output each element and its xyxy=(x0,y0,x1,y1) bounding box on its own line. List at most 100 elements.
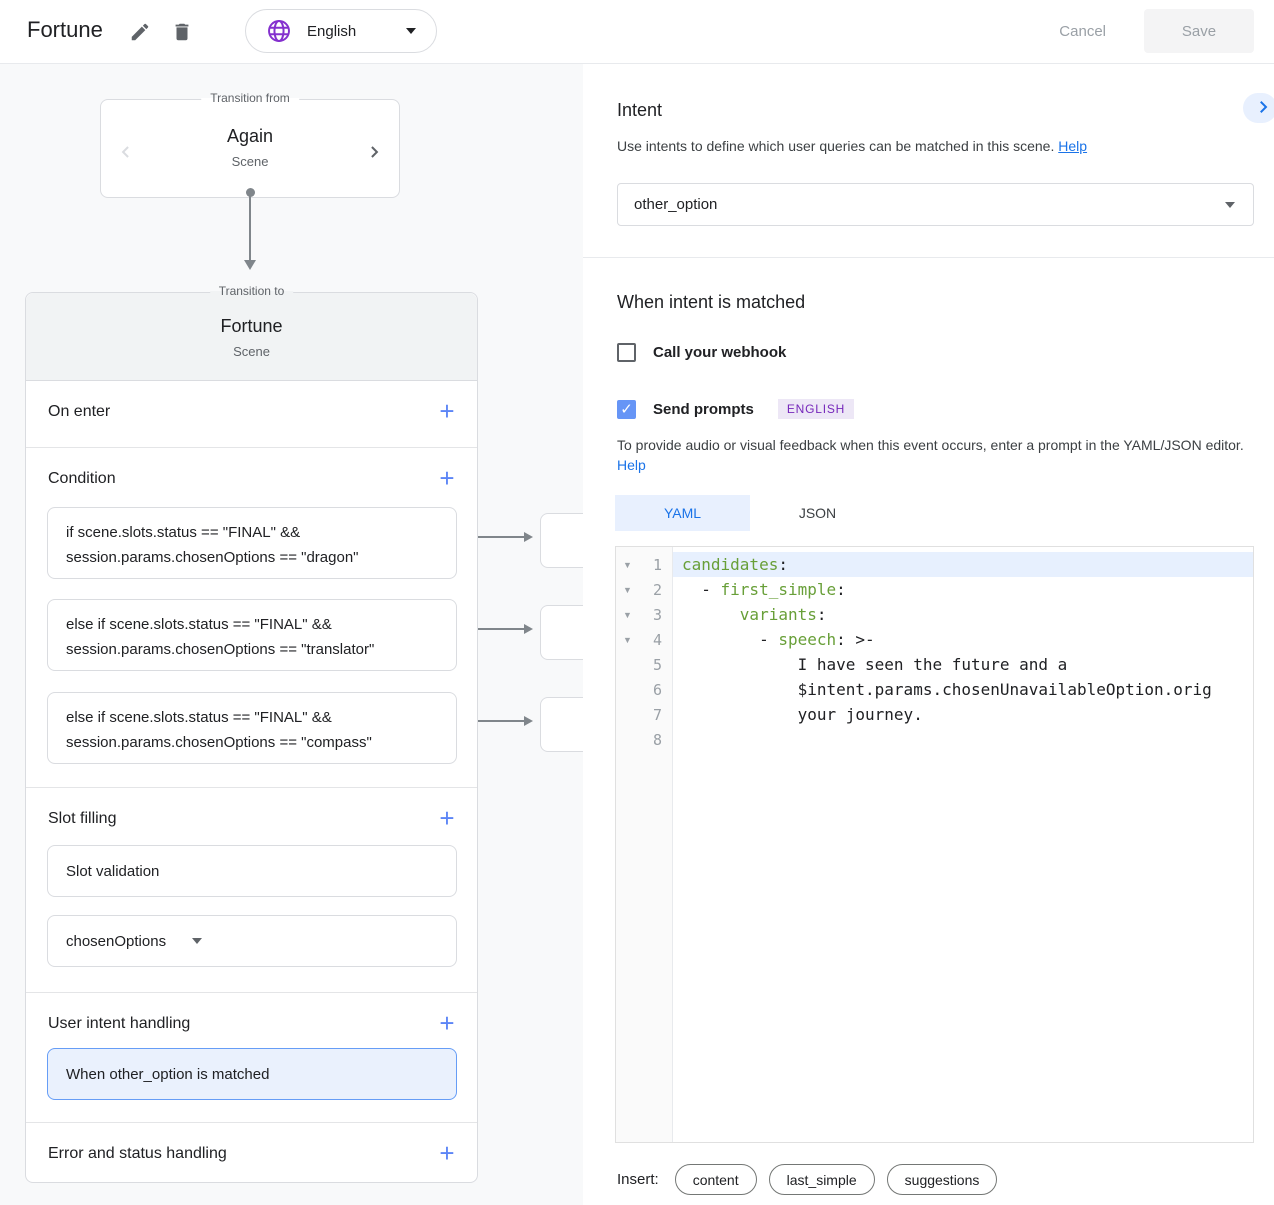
code-key: candidates xyxy=(682,555,779,574)
fold-icon[interactable]: ▼ xyxy=(623,559,632,570)
cancel-button[interactable]: Cancel xyxy=(1059,22,1106,40)
prompts-description-text: To provide audio or visual feedback when… xyxy=(617,437,1244,453)
connector-dot xyxy=(245,187,255,197)
top-bar: Fortune English Cancel Save xyxy=(0,0,1274,64)
arrow-right-icon xyxy=(524,624,533,634)
save-button[interactable]: Save xyxy=(1144,9,1254,53)
next-scene-button[interactable] xyxy=(362,141,386,165)
delete-scene-button[interactable] xyxy=(168,18,196,46)
add-error-handler-button[interactable]: + xyxy=(429,1135,465,1171)
to-scene-name: Fortune xyxy=(220,316,283,336)
condition-target-card[interactable] xyxy=(540,697,583,752)
tab-yaml[interactable]: YAML xyxy=(615,495,750,531)
collapse-panel-button[interactable] xyxy=(1243,93,1274,123)
arrow-right-icon xyxy=(524,532,533,542)
section-condition: Condition + if scene.slots.status == "FI… xyxy=(26,447,477,787)
intent-select[interactable]: other_option xyxy=(617,183,1254,226)
topbar-actions: Cancel Save xyxy=(1059,9,1254,53)
insert-toolbar: Insert: content last_simple suggestions xyxy=(617,1164,1009,1195)
send-prompts-row[interactable]: ✓ Send prompts ENGLISH xyxy=(617,399,855,419)
condition-target-card[interactable] xyxy=(540,605,583,660)
condition-target-card[interactable] xyxy=(540,513,583,568)
language-selector[interactable]: English xyxy=(245,9,437,53)
code-plain: - xyxy=(682,630,779,649)
condition-text: if scene.slots.status == "FINAL" && xyxy=(66,524,301,541)
tab-json[interactable]: JSON xyxy=(750,495,885,531)
caret-down-icon xyxy=(192,938,203,944)
condition-item[interactable]: else if scene.slots.status == "FINAL" &&… xyxy=(47,599,457,671)
webhook-checkbox[interactable] xyxy=(617,343,636,362)
insert-suggestions-chip[interactable]: suggestions xyxy=(886,1164,998,1195)
intent-handler-item-selected[interactable]: When other_option is matched xyxy=(47,1048,457,1100)
yaml-editor[interactable]: ▼ 1 candidates: ▼ 2 - first_simple: ▼ xyxy=(615,546,1254,1143)
rename-scene-button[interactable] xyxy=(126,18,154,46)
prompts-help-link[interactable]: Help xyxy=(617,457,646,473)
intent-help-link[interactable]: Help xyxy=(1058,138,1088,154)
language-label: English xyxy=(307,22,357,40)
slot-param-item[interactable]: chosenOptions xyxy=(47,915,457,967)
code-text[interactable]: $intent.params.chosenUnavailableOption.o… xyxy=(673,677,1253,702)
code-key: variants xyxy=(739,605,817,624)
gutter-cell: 7 xyxy=(616,702,673,727)
webhook-row[interactable]: Call your webhook xyxy=(617,343,786,362)
line-number: 7 xyxy=(652,705,662,724)
code-plain: - xyxy=(682,580,721,599)
code-text[interactable]: variants: xyxy=(673,602,1253,627)
code-plain: $intent.params.chosenUnavailableOption.o… xyxy=(682,680,1212,699)
caret-down-icon xyxy=(406,28,416,34)
slot-validation-item[interactable]: Slot validation xyxy=(47,845,457,897)
code-text[interactable]: I have seen the future and a xyxy=(673,652,1253,677)
code-text[interactable]: your journey. xyxy=(673,702,1253,727)
gutter-cell: ▼ 3 xyxy=(616,602,673,627)
previous-scene-button[interactable] xyxy=(114,141,138,165)
code-line: ▼ 3 variants: xyxy=(616,602,1253,627)
chevron-right-icon xyxy=(1260,100,1268,113)
send-prompts-label: Send prompts xyxy=(653,400,754,418)
add-intent-handler-button[interactable]: + xyxy=(429,1005,465,1041)
panel-divider xyxy=(583,257,1274,258)
chevron-right-icon xyxy=(371,145,379,158)
insert-last-simple-chip[interactable]: last_simple xyxy=(768,1164,875,1195)
transition-from-card[interactable]: Transition from Again Scene xyxy=(100,91,400,198)
gutter-cell: 8 xyxy=(616,727,673,752)
scene-title: Fortune xyxy=(27,17,103,42)
to-scene-type: Scene xyxy=(233,344,270,359)
line-number: 2 xyxy=(652,580,662,599)
section-label: Condition xyxy=(48,470,116,487)
code-line: ▼ 4 - speech: >- xyxy=(616,627,1253,652)
globe-icon xyxy=(268,20,290,42)
when-matched-heading: When intent is matched xyxy=(617,292,806,312)
code-text[interactable]: - speech: >- xyxy=(673,627,1253,652)
scene-card-header: Fortune Scene xyxy=(26,293,477,381)
gutter-cell: 6 xyxy=(616,677,673,702)
fold-icon[interactable]: ▼ xyxy=(623,584,632,595)
fold-icon[interactable]: ▼ xyxy=(623,634,632,645)
section-label: On enter xyxy=(48,403,111,420)
code-text[interactable] xyxy=(673,727,1253,752)
intent-select-value: other_option xyxy=(634,196,718,213)
insert-content-chip[interactable]: content xyxy=(674,1164,757,1195)
code-text[interactable]: - first_simple: xyxy=(673,577,1253,602)
add-condition-button[interactable]: + xyxy=(429,460,465,496)
send-prompts-checkbox[interactable]: ✓ xyxy=(617,399,636,419)
chevron-left-icon xyxy=(121,145,129,158)
line-number: 4 xyxy=(652,630,662,649)
code-line: 6 $intent.params.chosenUnavailableOption… xyxy=(616,677,1253,702)
section-on-enter: On enter + xyxy=(26,381,477,447)
intent-handler-label: When other_option is matched xyxy=(66,1065,270,1083)
section-label: Error and status handling xyxy=(48,1145,227,1162)
section-error-handling: Error and status handling + xyxy=(26,1122,477,1184)
slot-validation-label: Slot validation xyxy=(66,862,160,880)
condition-item[interactable]: if scene.slots.status == "FINAL" && sess… xyxy=(47,507,457,579)
fold-icon[interactable]: ▼ xyxy=(623,609,632,620)
transition-to-card: Transition to Fortune Scene On enter + C… xyxy=(25,284,478,1184)
code-plain xyxy=(682,605,740,624)
condition-item[interactable]: else if scene.slots.status == "FINAL" &&… xyxy=(47,692,457,764)
arrow-down-icon xyxy=(244,260,256,270)
add-slot-button[interactable]: + xyxy=(429,800,465,836)
add-on-enter-button[interactable]: + xyxy=(429,393,465,429)
pencil-icon xyxy=(131,23,149,41)
from-scene-type: Scene xyxy=(231,154,269,169)
code-text[interactable]: candidates: xyxy=(673,552,1253,577)
gutter-cell: ▼ 1 xyxy=(616,552,673,577)
